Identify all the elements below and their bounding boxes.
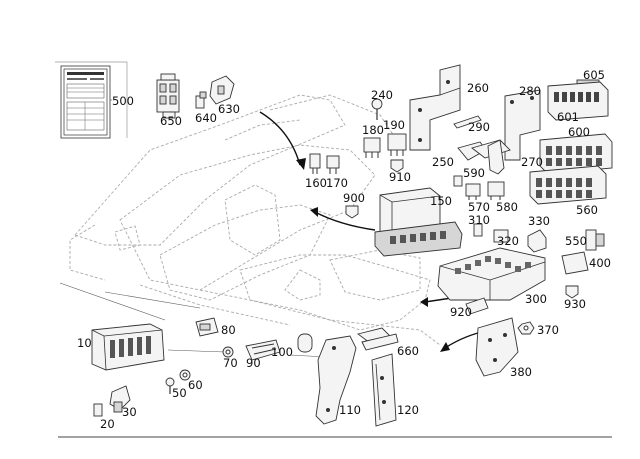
part-300-fuse-carrier: [437, 247, 546, 301]
callout-930: 930: [564, 297, 586, 311]
callout-560: 560: [576, 203, 598, 217]
part-900-fuse: [345, 205, 359, 219]
part-920-bracket: [465, 297, 489, 315]
callout-70: 70: [223, 356, 238, 370]
part-150-control-unit: [374, 187, 463, 257]
part-120-bracket: [371, 353, 397, 427]
callout-50: 50: [172, 386, 187, 400]
callout-270: 270: [521, 155, 543, 169]
part-400-relay: [561, 251, 589, 275]
callout-500: 500: [112, 94, 134, 108]
callout-20: 20: [100, 417, 115, 431]
callout-labels: 500 650 640 630 240 180 190 910 160 170 …: [77, 68, 611, 431]
callout-30: 30: [122, 405, 137, 419]
callout-330: 330: [528, 214, 550, 228]
part-630-bracket: [209, 75, 235, 105]
part-80-relay-holder: [195, 317, 219, 337]
callout-640: 640: [195, 111, 217, 125]
part-60-nut: [179, 369, 191, 381]
callout-110: 110: [339, 403, 361, 417]
callout-250: 250: [432, 155, 454, 169]
callout-290: 290: [468, 120, 490, 134]
part-660-bracket: [356, 327, 399, 351]
callout-280: 280: [519, 84, 541, 98]
part-500-label-sheet: [60, 65, 111, 139]
callout-310: 310: [468, 213, 490, 227]
callout-60: 60: [188, 378, 203, 392]
part-280-bracket: [504, 89, 541, 161]
part-930-fuse: [565, 285, 579, 299]
part-560-fusebox: [529, 165, 607, 205]
part-550-relay: [585, 229, 605, 251]
part-270-bracket: [487, 139, 505, 175]
part-70-nut: [222, 346, 234, 358]
part-370-nut: [517, 321, 535, 335]
part-590-relay: [453, 175, 463, 187]
callout-180: 180: [362, 123, 384, 137]
callout-660: 660: [397, 344, 419, 358]
callout-400: 400: [589, 256, 611, 270]
part-110-bracket: [315, 335, 357, 425]
part-190-relay: [387, 133, 407, 156]
part-240-screw: [371, 98, 383, 120]
part-650-connectors: [156, 73, 180, 119]
callout-630: 630: [218, 102, 240, 116]
vehicle-interior-outline: [69, 94, 441, 346]
part-20-clip: [93, 403, 103, 417]
callout-240: 240: [371, 88, 393, 102]
callout-601: 601: [557, 110, 579, 124]
part-570-relay: [465, 183, 481, 200]
callout-920: 920: [450, 305, 472, 319]
part-170-relay: [326, 155, 340, 174]
part-90-harness-clip: [245, 339, 281, 361]
part-160-relay: [309, 153, 321, 174]
callout-190: 190: [383, 118, 405, 132]
part-601-fusebox: [547, 81, 609, 121]
callout-120: 120: [397, 403, 419, 417]
callout-570: 570: [468, 200, 490, 214]
part-100-sleeve: [297, 333, 313, 353]
callout-380: 380: [510, 365, 532, 379]
part-580-relay: [487, 181, 505, 200]
callout-160: 160: [305, 176, 327, 190]
callout-910: 910: [389, 170, 411, 184]
callout-580: 580: [496, 200, 518, 214]
part-640-clip: [195, 91, 207, 109]
callout-300: 300: [525, 292, 547, 306]
part-290-strip: [453, 115, 482, 129]
callout-550: 550: [565, 234, 587, 248]
callout-10: 10: [77, 336, 92, 350]
part-600-fusebox: [539, 133, 613, 175]
callout-100: 100: [271, 345, 293, 359]
part-310-fuse: [473, 223, 483, 237]
part-910-fuse: [390, 159, 404, 173]
callout-900: 900: [343, 191, 365, 205]
callout-590: 590: [463, 166, 485, 180]
part-10-fuse-block: [91, 323, 165, 371]
part-180-relay: [363, 137, 381, 158]
callout-90: 90: [246, 356, 261, 370]
part-380-bracket: [475, 317, 519, 377]
part-260-bracket: [409, 64, 461, 151]
callout-260: 260: [467, 81, 489, 95]
callout-600: 600: [568, 125, 590, 139]
part-330-bracket: [527, 229, 547, 253]
callout-605: 605: [583, 68, 605, 82]
callout-320: 320: [497, 234, 519, 248]
callout-170: 170: [326, 176, 348, 190]
callout-650: 650: [160, 114, 182, 128]
part-30-bracket: [109, 385, 131, 413]
part-50-screw: [165, 377, 175, 394]
callout-150: 150: [430, 194, 452, 208]
part-320-relay: [493, 229, 509, 243]
callout-80: 80: [221, 323, 236, 337]
callout-370: 370: [537, 323, 559, 337]
